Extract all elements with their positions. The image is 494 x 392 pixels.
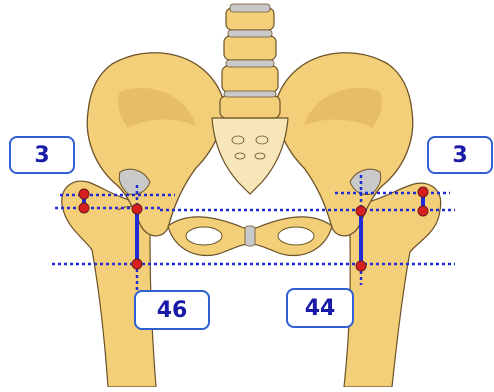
right-small-measure-label: 3 — [9, 136, 75, 174]
right-vertical-measure-label: 46 — [134, 290, 210, 330]
lumbar-spine — [220, 4, 280, 118]
marker-point — [418, 206, 428, 216]
marker-point — [79, 203, 89, 213]
marker-point — [132, 204, 142, 214]
marker-point — [356, 206, 366, 216]
left-small-measure-label: 3 — [427, 136, 493, 174]
marker-point — [356, 261, 366, 271]
marker-point — [79, 189, 89, 199]
left-vertical-measure-label: 44 — [286, 288, 354, 328]
pubic-rami — [168, 217, 332, 256]
marker-point — [418, 187, 428, 197]
sacrum — [212, 118, 288, 194]
marker-point — [132, 259, 142, 269]
